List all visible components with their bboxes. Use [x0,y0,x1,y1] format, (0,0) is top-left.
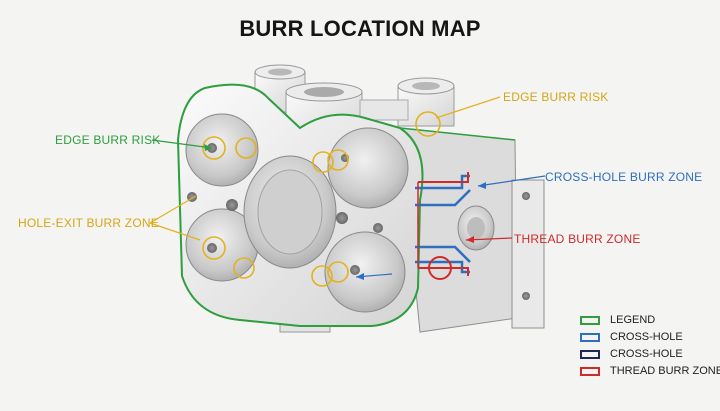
legend-label: THREAD BURR ZONE [610,365,720,377]
callout-thread: THREAD BURR ZONE [514,232,641,246]
legend-label: CROSS-HOLE [610,331,683,343]
drilled-holes [187,143,383,275]
callout-text: CROSS-HOLE BURR ZONE [545,170,703,184]
legend-item: CROSS-HOLE [580,348,683,360]
callout-cross-hole: CROSS-HOLE BURR ZONE [545,170,702,184]
legend-swatch [580,349,600,359]
edge-burr-outline [176,83,424,327]
legend-item: LEGEND [580,314,655,326]
legend-swatch [580,332,600,342]
callout-text: HOLE-EXIT BURR ZONE [18,216,159,230]
legend-swatch [580,315,600,325]
callout-text: EDGE BURR RISK [503,90,609,104]
callout-edge-burr-left: EDGE BURR RISK [55,133,161,147]
page-title: BURR LOCATION MAP [239,16,481,41]
callout-text: THREAD BURR ZONE [514,232,641,246]
leader-arrowheads [204,144,486,280]
callout-hole-exit: HOLE-EXIT BURR ZONE [18,216,159,230]
edge-burr-outline-right [399,127,516,141]
thread-burr-channels [417,172,469,280]
legend-label: LEGEND [610,314,656,326]
legend-item: THREAD BURR ZONE [580,365,720,377]
callout-edge-burr-right: EDGE BURR RISK [503,90,609,104]
legend-item: CROSS-HOLE [580,331,683,343]
bore-lower-right [324,231,406,313]
leader-lines [149,96,546,278]
callout-text: EDGE BURR RISK [55,133,161,147]
bore-upper-right [327,127,409,209]
legend-swatch [580,366,600,376]
legend-label: CROSS-HOLE [610,348,683,360]
bore-upper-left [185,113,259,187]
hole-exit-markers [202,111,441,287]
